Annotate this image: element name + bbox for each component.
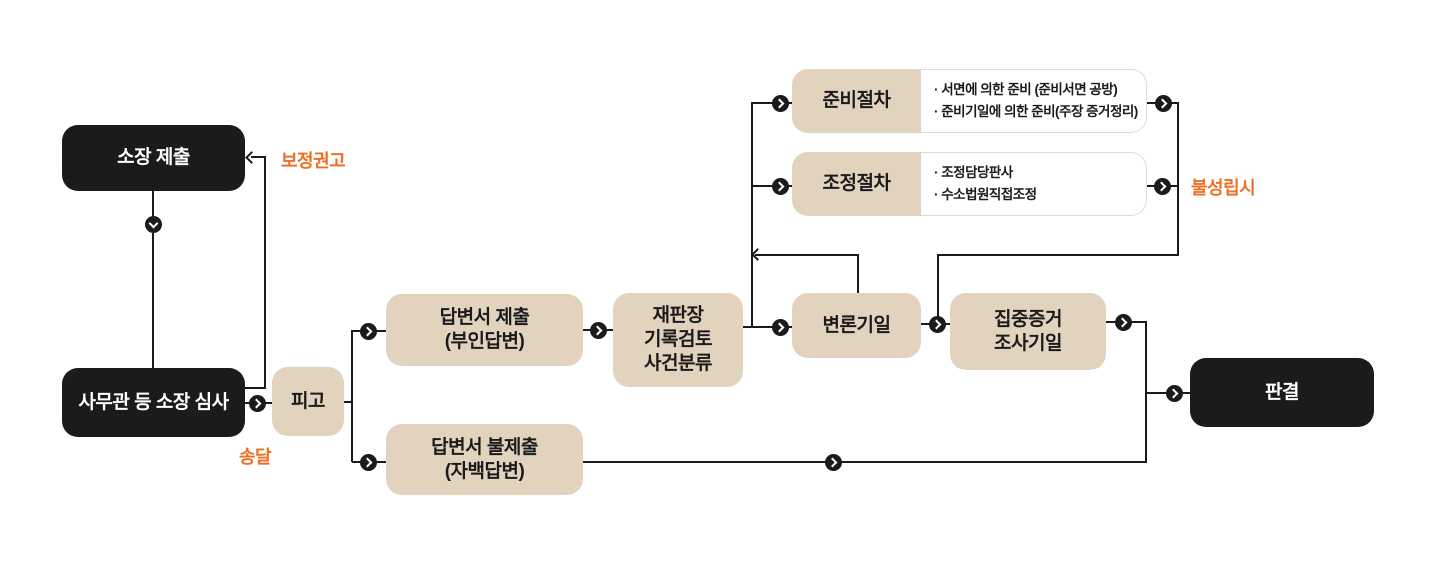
connector-line xyxy=(251,156,266,158)
node-clerk-review: 사무관 등 소장 심사 xyxy=(62,368,245,437)
chevron-right-icon xyxy=(772,95,789,112)
node-hearing-date: 변론기일 xyxy=(792,293,921,358)
arrowhead-left-icon xyxy=(245,151,258,164)
connector-line xyxy=(343,401,353,403)
connector-line xyxy=(245,387,266,389)
chevron-right-icon xyxy=(590,322,607,339)
connector-line xyxy=(264,156,266,389)
connector-line xyxy=(152,191,154,368)
connector-line xyxy=(937,254,939,324)
chevron-right-icon xyxy=(772,178,789,195)
node-complaint-filing: 소장 제출 xyxy=(62,125,245,191)
label-service-of-process: 송달 xyxy=(239,447,272,467)
node-judgment: 판결 xyxy=(1190,358,1374,427)
label-correction-recommendation: 보정권고 xyxy=(281,151,346,171)
chevron-right-icon xyxy=(1166,385,1183,402)
chevron-right-icon xyxy=(360,454,377,471)
connector-line xyxy=(583,461,1147,463)
chevron-right-icon xyxy=(929,316,946,333)
arrowhead-left-icon xyxy=(751,248,764,261)
connector-line xyxy=(743,326,792,328)
connector-line xyxy=(351,330,353,462)
connector-line xyxy=(857,254,859,293)
chevron-right-icon xyxy=(249,395,266,412)
node-answer-not-filed: 답변서 불제출 (자백답변) xyxy=(386,424,583,495)
connector-line xyxy=(755,254,859,256)
node-evidence-exam: 집중증거 조사기일 xyxy=(950,293,1106,370)
connector-line xyxy=(751,102,753,328)
node-defendant: 피고 xyxy=(272,367,344,436)
connector-line xyxy=(1145,321,1147,462)
node-answer-filed: 답변서 제출 (부인답변) xyxy=(386,294,583,366)
node-preparation-procedure: 준비절차 xyxy=(792,69,921,133)
chevron-down-icon xyxy=(145,216,162,233)
connector-line xyxy=(938,254,1179,256)
connector-line xyxy=(1177,102,1179,256)
chevron-right-icon xyxy=(1155,95,1172,112)
chevron-right-icon xyxy=(825,454,842,471)
chevron-right-icon xyxy=(1154,178,1171,195)
chevron-right-icon xyxy=(360,323,377,340)
chevron-right-icon xyxy=(772,319,789,336)
label-if-not-settled: 불성립시 xyxy=(1191,178,1256,198)
node-mediation-procedure: 조정절차 xyxy=(792,152,921,216)
chevron-right-icon xyxy=(1115,314,1132,331)
preparation-details: · 서면에 의한 준비 (준비서면 공방) · 준비기일에 의한 준비(주장 증… xyxy=(921,69,1147,133)
node-judge-record-review: 재판장 기록검토 사건분류 xyxy=(613,293,743,387)
mediation-details: · 조정담당판사 · 수소법원직접조정 xyxy=(921,152,1147,216)
